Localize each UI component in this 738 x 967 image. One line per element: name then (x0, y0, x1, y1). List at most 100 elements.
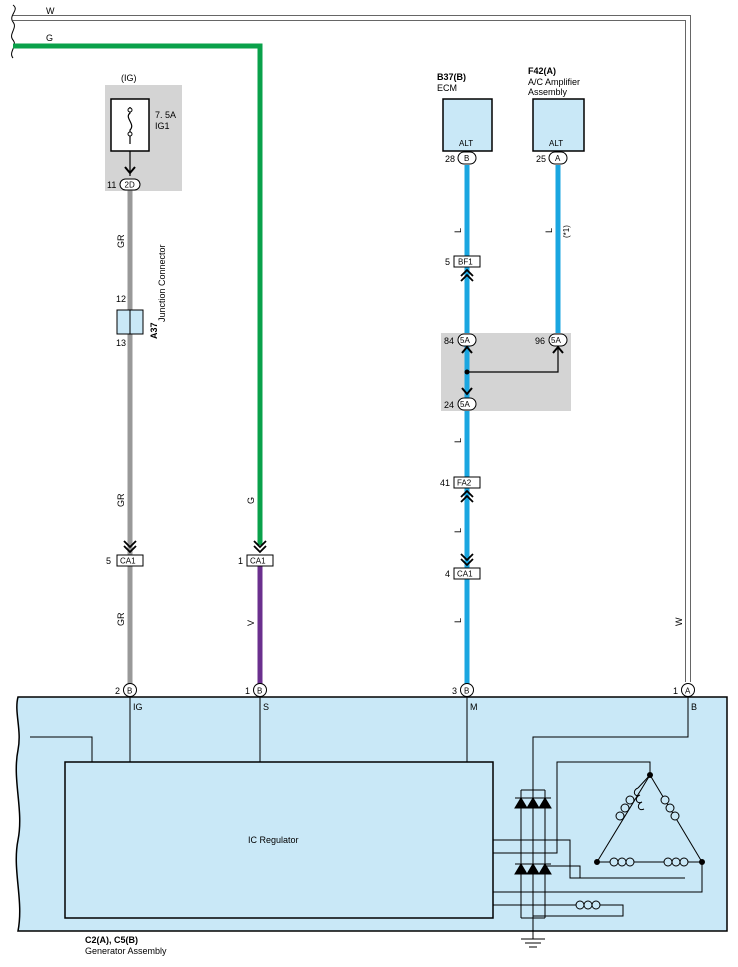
junction-pin-bottom: 13 (116, 338, 126, 348)
connector-2d-label: 2D (125, 181, 135, 190)
splice-pin-84: 84 (444, 336, 454, 346)
generator-terminal-m: B 3 M (452, 683, 478, 712)
fuse-rating: 7. 5A (155, 110, 176, 120)
ecm-box (442, 98, 493, 152)
splice-pin-24: 24 (444, 400, 454, 410)
generator-terminal-b: A 1 B (673, 683, 697, 712)
wire-label-l-ecm: L (453, 228, 463, 233)
splice-connector-84-label: 5A (460, 336, 470, 345)
splice-line (467, 346, 559, 373)
break-mark (11, 4, 16, 59)
ecm-pin: 28 (445, 154, 455, 164)
svg-text:IG: IG (133, 702, 143, 712)
junction-pin-top: 12 (116, 294, 126, 304)
ecm-connector-label: B (464, 154, 469, 163)
fuse-bus-label: (IG) (121, 73, 137, 83)
generator-terminal-ig: B 2 IG (115, 683, 143, 712)
ic-regulator-label: IC Regulator (248, 835, 299, 845)
generator-terminal-s: B 1 S (245, 683, 269, 712)
connector-ca1-s-label: CA1 (250, 557, 266, 566)
svg-text:1: 1 (673, 686, 678, 696)
ac-amp-pin: 25 (536, 154, 546, 164)
svg-text:B: B (257, 687, 262, 696)
ecm-connector (457, 151, 477, 165)
stator-coils (575, 795, 689, 910)
connector-ca1-ig (116, 554, 144, 567)
ecm-name: ECM (437, 83, 457, 93)
w-wire (13, 15, 691, 682)
splice-connector-24-label: 5A (460, 400, 470, 409)
fa2-arrow-icon (460, 489, 474, 503)
ac-amp-note: (*1) (562, 225, 571, 238)
ca1-ig-arrow-icon (123, 540, 137, 554)
connector-ca1-s (246, 554, 274, 567)
splice-arrow-24-icon (461, 387, 473, 396)
wire-label-l-ac: L (544, 228, 554, 233)
bf1-arrow-icon (460, 268, 474, 282)
g-label-top: G (46, 33, 53, 43)
ic-regulator (64, 761, 494, 919)
g-wire (13, 43, 263, 545)
svg-text:A: A (685, 687, 691, 696)
ac-amp-box (532, 98, 585, 152)
wire-label-g: G (246, 497, 256, 504)
splice-pin-96: 96 (535, 336, 545, 346)
wire-label-l-bottom: L (453, 618, 463, 623)
connector-ca1-ig-pin: 5 (106, 556, 111, 566)
junction-name: Junction Connector (157, 244, 167, 322)
wire-label-w: W (674, 617, 684, 626)
splice-connector-96-label: 5A (551, 336, 561, 345)
ac-amp-name-1: A/C Amplifier (528, 77, 580, 87)
wire-label-v: V (246, 620, 256, 626)
fuse-name: IG1 (155, 121, 170, 131)
connector-ca1-ig-label: CA1 (120, 557, 136, 566)
generator-internal-wiring (30, 697, 689, 919)
connector-bf1-label: BF1 (458, 258, 473, 267)
splice-arrow-84-icon (461, 345, 473, 354)
svg-text:B: B (464, 687, 469, 696)
ac-amp-name-2: Assembly (528, 87, 568, 97)
connector-ca1-m-pin: 4 (445, 569, 450, 579)
connector-ca1-m (453, 567, 481, 580)
ac-amp-terminal: ALT (549, 139, 563, 148)
connector-ca1-m-label: CA1 (457, 570, 473, 579)
connector-fa2-label: FA2 (457, 479, 472, 488)
ac-amp-id: F42(A) (528, 66, 556, 76)
junction-id: A37 (149, 322, 159, 339)
generator-name: Generator Assembly (85, 946, 167, 956)
svg-text:1: 1 (245, 686, 250, 696)
ecm-id: B37(B) (437, 72, 466, 82)
svg-text:B: B (127, 687, 132, 696)
wire-label-gr-3: GR (116, 612, 126, 626)
connector-fa2-pin: 41 (440, 478, 450, 488)
svg-text:3: 3 (452, 686, 457, 696)
ca1-m-arrow-icon (460, 553, 474, 567)
w-label-top: W (46, 6, 55, 16)
connector-bf1 (453, 255, 481, 268)
ca1-s-arrow-icon (253, 540, 267, 554)
svg-text:M: M (470, 702, 478, 712)
connector-ca1-s-pin: 1 (238, 556, 243, 566)
connector-fa2 (453, 476, 481, 489)
svg-text:S: S (263, 702, 269, 712)
ac-amp-connector (548, 151, 568, 165)
ecm-terminal: ALT (459, 139, 473, 148)
ground-icon (521, 918, 545, 948)
wire-label-l-low: L (453, 528, 463, 533)
rectifier-diodes (514, 797, 552, 875)
svg-text:B: B (691, 702, 697, 712)
generator-id: C2(A), C5(B) (85, 935, 138, 945)
wire-label-gr-1: GR (116, 234, 126, 248)
fuse-arrow-icon (124, 166, 136, 175)
splice-connector-24 (457, 397, 477, 411)
wire-label-gr-2: GR (116, 493, 126, 507)
connector-2d (119, 178, 141, 191)
ac-amp-connector-label: A (555, 154, 561, 163)
splice-arrow-96-icon (552, 345, 564, 354)
connector-bf1-pin: 5 (445, 257, 450, 267)
svg-text:2: 2 (115, 686, 120, 696)
wire-label-l-mid: L (453, 438, 463, 443)
fuse-pin: 11 (107, 180, 116, 190)
fuse-icon (127, 107, 133, 144)
